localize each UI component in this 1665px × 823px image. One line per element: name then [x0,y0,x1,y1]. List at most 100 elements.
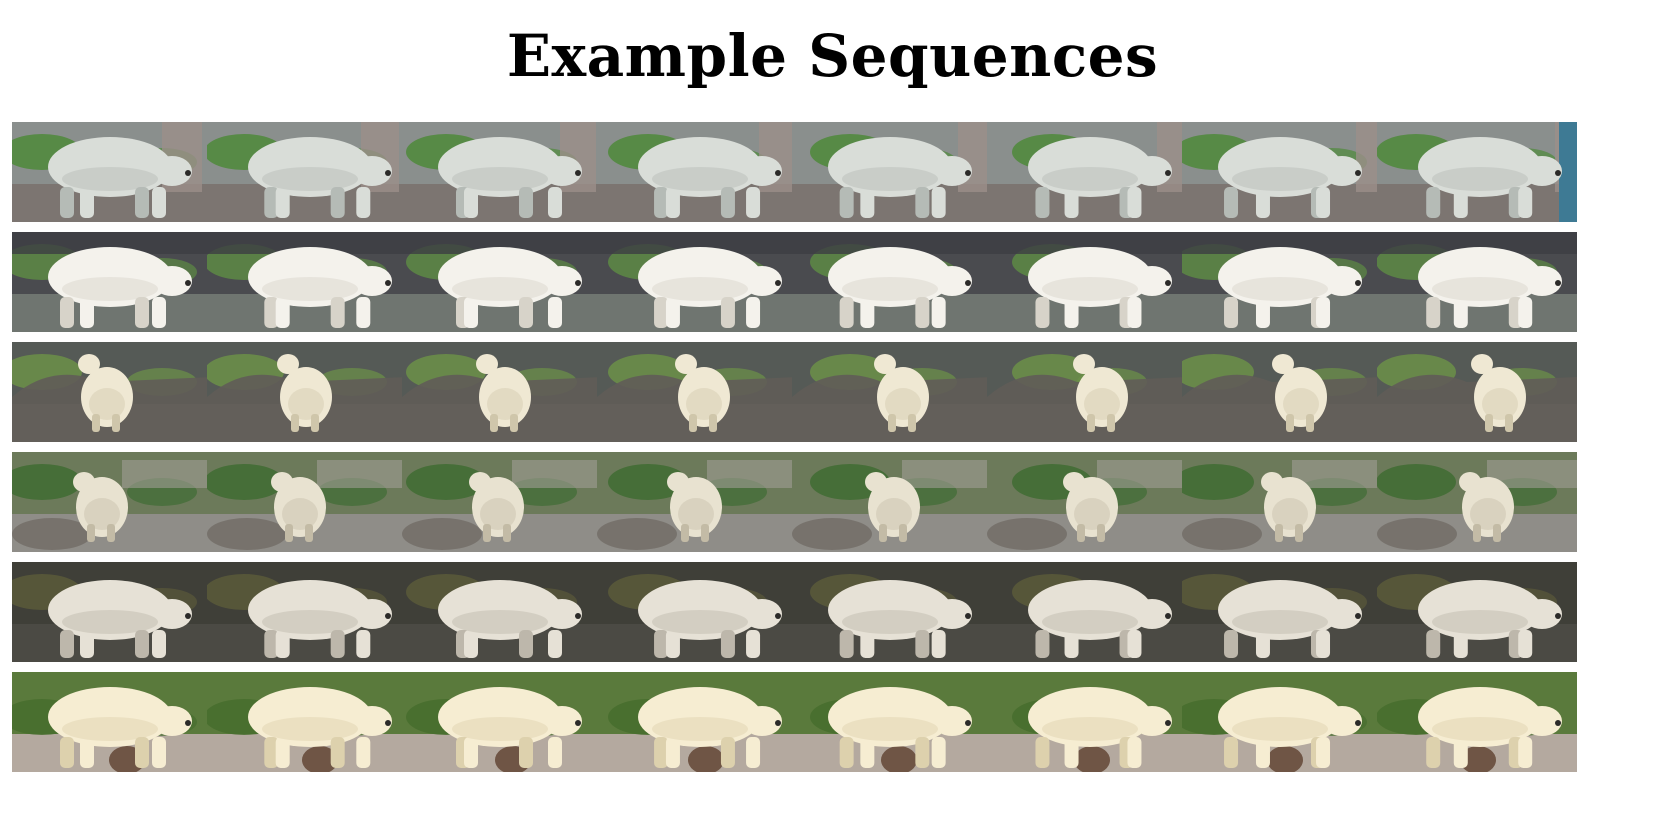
bear-photo [987,562,1187,662]
bear-photo [402,562,602,662]
sequence-frame [792,342,992,442]
bear-photo [1377,122,1577,222]
sequence-frame [597,342,797,442]
bear-photo [207,452,407,552]
bear-photo [987,452,1187,552]
bear-photo [792,562,992,662]
bear-photo [1377,452,1577,552]
sequence-frame [1182,342,1382,442]
bear-photo [597,232,797,332]
sequence-frame [1182,122,1382,222]
sequence-frame [402,452,602,552]
sequence-grid [12,122,1660,782]
sequence-frame [12,232,212,332]
bear-photo [1182,342,1382,442]
sequence-row [12,452,1660,552]
sequence-frame [597,232,797,332]
bear-photo [987,672,1187,772]
sequence-frame [792,672,992,772]
bear-photo [402,232,602,332]
sequence-row [12,562,1660,662]
bear-photo [1182,122,1382,222]
bear-photo [12,342,212,442]
bear-photo [1182,452,1382,552]
sequence-frame [597,452,797,552]
sequence-frame [597,122,797,222]
sequence-frame [1182,672,1382,772]
bear-photo [12,672,212,772]
sequence-frame [1377,672,1577,772]
sequence-frame [792,562,992,662]
sequence-frame [987,342,1187,442]
sequence-frame [1377,122,1577,222]
sequence-frame [207,122,407,222]
sequence-frame [987,452,1187,552]
sequence-frame [207,452,407,552]
bear-photo [1377,672,1577,772]
sequence-frame [12,452,212,552]
bear-photo [12,232,212,332]
sequence-frame [207,672,407,772]
bear-photo [1377,342,1577,442]
bear-photo [12,122,212,222]
sequence-row [12,232,1660,332]
sequence-frame [987,562,1187,662]
sequence-frame [402,342,602,442]
sequence-frame [1377,342,1577,442]
bear-photo [987,232,1187,332]
bear-photo [1182,562,1382,662]
bear-photo [792,452,992,552]
sequence-frame [987,122,1187,222]
bear-photo [402,342,602,442]
bear-photo [1377,562,1577,662]
bear-photo [402,452,602,552]
sequence-frame [597,672,797,772]
sequence-frame [402,122,602,222]
bear-photo [597,122,797,222]
sequence-frame [12,342,212,442]
bear-photo [987,122,1187,222]
bear-photo [12,452,212,552]
bear-photo [792,672,992,772]
sequence-frame [792,452,992,552]
sequence-frame [987,232,1187,332]
sequence-frame [1182,232,1382,332]
sequence-frame [12,672,212,772]
bear-photo [792,342,992,442]
sequence-frame [1182,562,1382,662]
sequence-frame [792,232,992,332]
sequence-frame [207,342,407,442]
sequence-frame [792,122,992,222]
bear-photo [207,562,407,662]
sequence-frame [597,562,797,662]
sequence-frame [402,672,602,772]
sequence-frame [402,562,602,662]
bear-photo [207,122,407,222]
bear-photo [1182,232,1382,332]
sequence-frame [207,232,407,332]
bear-photo [597,342,797,442]
bear-photo [597,562,797,662]
sequence-row [12,122,1660,222]
bear-photo [597,452,797,552]
bear-photo [1377,232,1577,332]
sequence-frame [987,672,1187,772]
bear-photo [207,672,407,772]
sequence-frame [1377,232,1577,332]
bear-photo [207,342,407,442]
sequence-frame [12,122,212,222]
bear-photo [987,342,1187,442]
sequence-frame [1377,452,1577,552]
bear-photo [597,672,797,772]
sequence-frame [12,562,212,662]
bear-photo [1182,672,1382,772]
sequence-frame [1182,452,1382,552]
sequence-frame [207,562,407,662]
bear-photo [207,232,407,332]
bear-photo [402,672,602,772]
sequence-row [12,342,1660,442]
figure-title: Example Sequences [506,22,1159,90]
sequence-frame [402,232,602,332]
bear-photo [792,232,992,332]
bear-photo [792,122,992,222]
